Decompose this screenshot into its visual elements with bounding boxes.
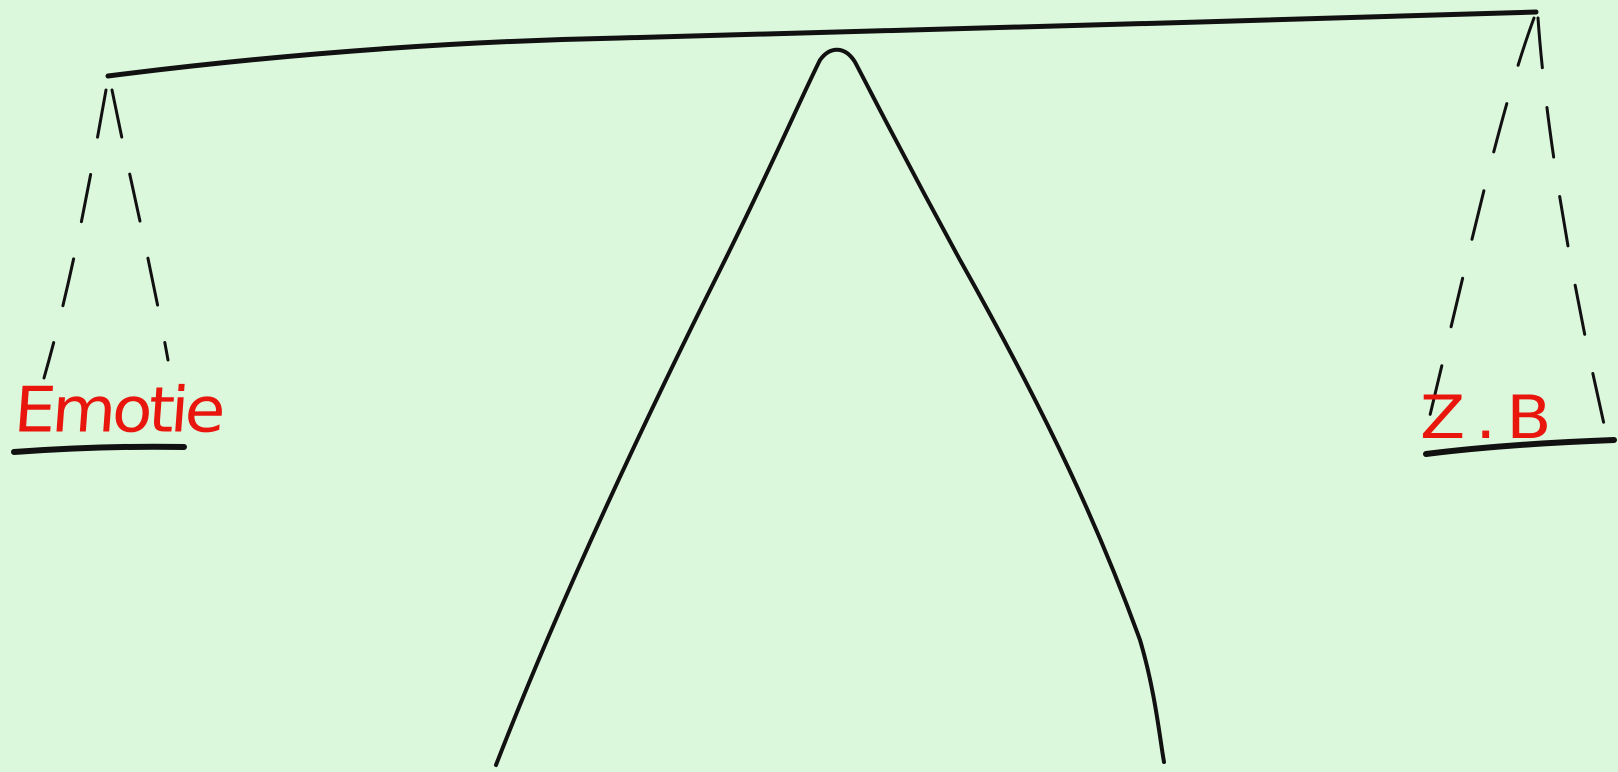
left-pan-string-left: [44, 90, 106, 378]
left-pan-label: Emotie: [12, 379, 224, 442]
left-pan: [14, 447, 184, 452]
right-pan-string-left: [1424, 18, 1534, 440]
left-pan-string-right: [112, 90, 168, 360]
scale-beam: [108, 12, 1536, 76]
fulcrum-support: [496, 50, 1164, 765]
right-pan-label: Z.B: [1420, 389, 1561, 448]
